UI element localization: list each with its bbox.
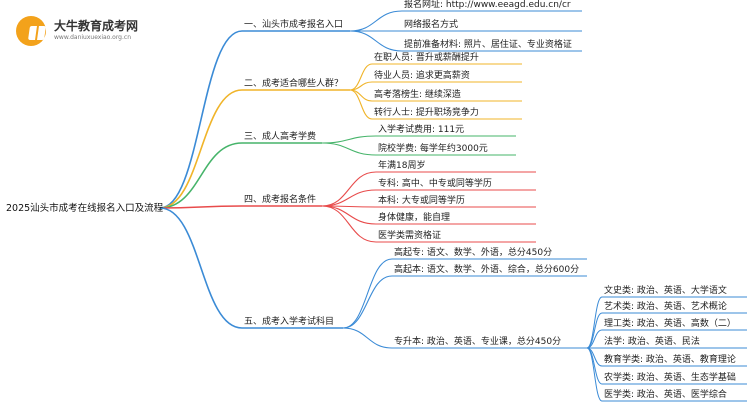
branch-connector (159, 89, 243, 209)
child-connector (321, 142, 377, 156)
child-topic: 医学类需资格证 (378, 231, 442, 241)
branch-connector (159, 205, 243, 209)
child-topic: 转行人士: 提升职场竞争力 (374, 108, 479, 118)
child-connector (349, 89, 373, 120)
child-topic: 身体健康，能自理 (378, 213, 451, 223)
root-topic: 2025汕头市成考在线报名入口及流程 (6, 203, 164, 214)
child-connector (349, 30, 403, 52)
child-topic: 院校学费: 每学年约3000元 (378, 144, 488, 154)
branch-topic: 五、成考入学考试科目 (244, 317, 335, 327)
child-topic: 专升本: 政治、英语、专业课，总分450分 (394, 337, 562, 347)
logo-title: 大牛教育成考网 (54, 19, 139, 33)
site-logo: 大牛教育成考网 www.daniuxuexiao.org.cn (10, 14, 210, 50)
child-connector (321, 135, 377, 144)
child-topic: 高起专: 语文、数学、外语，总分450分 (394, 248, 553, 258)
branch-topic: 二、成考适合哪些人群？ (244, 79, 344, 89)
child-connector (321, 205, 377, 225)
grandchild-connector (586, 347, 603, 402)
branch-connector (159, 207, 243, 329)
branch-connector (159, 30, 243, 209)
child-topic: 待业人员: 追求更高薪资 (374, 71, 470, 81)
child-topic: 提前准备材料: 照片、居住证、专业资格证 (404, 40, 572, 50)
child-connector (321, 189, 377, 207)
book-icon (16, 16, 46, 46)
logo-subtitle: www.daniuxuexiao.org.cn (54, 34, 131, 41)
grandchild-topic: 法学: 政治、英语、民法 (604, 337, 700, 347)
child-connector (342, 327, 393, 349)
branch-connector (159, 142, 243, 209)
child-connector (342, 275, 393, 329)
grandchild-topic: 艺术类: 政治、英语、艺术概论 (604, 302, 727, 312)
child-topic: 专科: 高中、中专或同等学历 (378, 179, 492, 189)
child-topic: 高考落榜生: 继续深造 (374, 90, 461, 100)
child-topic: 在职人员: 晋升或薪酬提升 (374, 53, 479, 63)
child-topic: 网络报名方式 (404, 20, 459, 30)
child-connector (321, 171, 377, 207)
branch-topic: 四、成考报名条件 (244, 195, 317, 205)
child-topic: 高起本: 语文、数学、外语、综合，总分600分 (394, 265, 580, 275)
grandchild-topic: 理工类: 政治、英语、高数（二） (604, 319, 736, 329)
grandchild-topic: 教育学类: 政治、英语、教育理论 (604, 355, 736, 365)
branch-topic: 三、成人高考学费 (244, 132, 317, 142)
grandchild-connector (586, 329, 603, 349)
grandchild-topic: 文史类: 政治、英语、大学语文 (604, 286, 727, 296)
grandchild-topic: 农学类: 政治、英语、生态学基础 (604, 373, 736, 383)
child-connector (321, 205, 377, 243)
grandchild-topic: 医学类: 政治、英语、医学综合 (604, 390, 727, 400)
child-topic: 入学考试费用: 111元 (378, 125, 465, 135)
child-topic: 本科: 大专或同等学历 (378, 196, 465, 206)
child-topic: 报名网址: http://www.eeagd.edu.cn/cr (404, 0, 571, 10)
child-connector (349, 10, 403, 32)
grandchild-connector (586, 296, 603, 349)
child-topic: 年满18周岁 (378, 161, 426, 171)
child-connector (342, 258, 393, 329)
grandchild-connector (586, 347, 603, 385)
branch-topic: 一、汕头市成考报名入口 (244, 20, 344, 30)
